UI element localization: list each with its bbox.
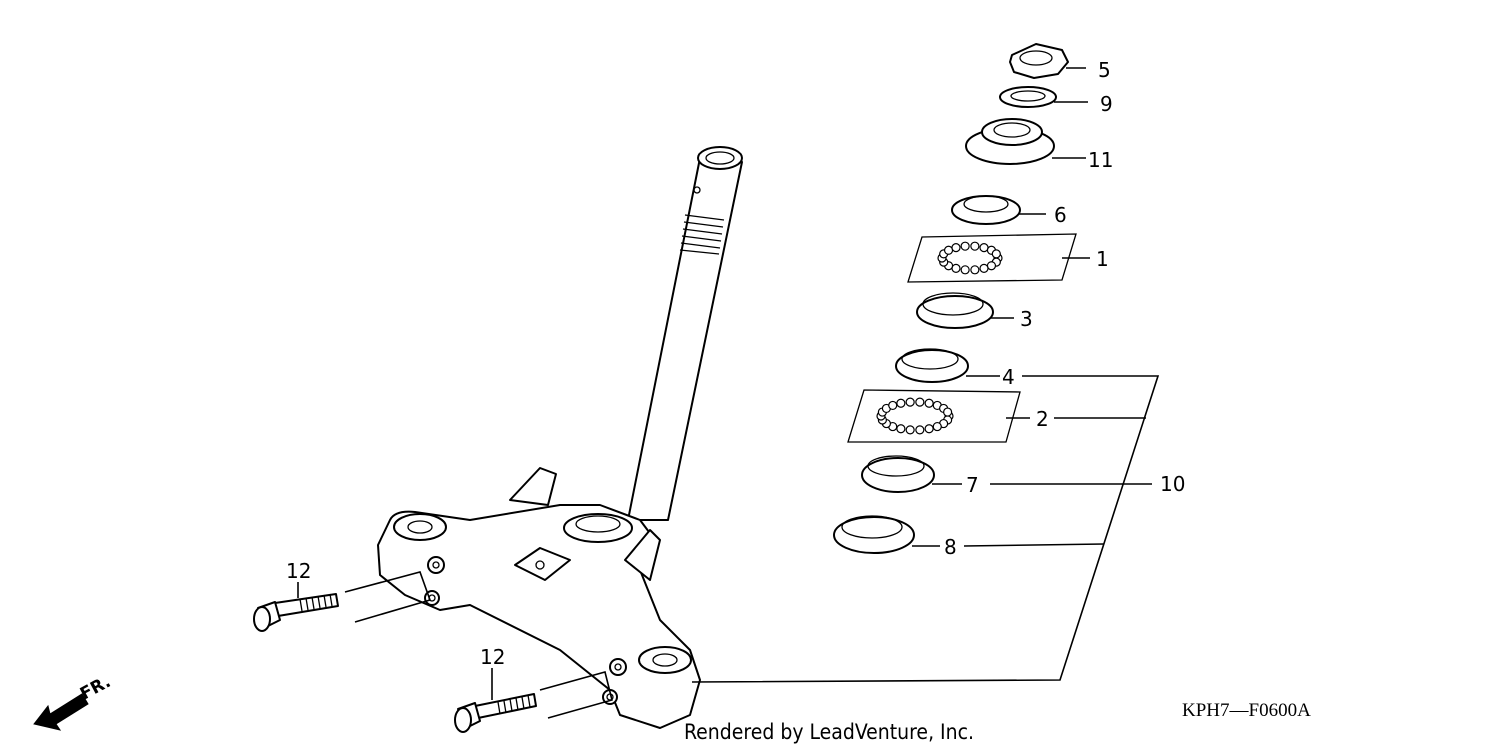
steel-ball (932, 421, 942, 432)
steel-ball (943, 245, 954, 255)
upper-steel-balls[interactable] (907, 233, 1077, 283)
front-direction-arrow-icon: FR. (33, 672, 114, 731)
steel-ball (960, 241, 970, 251)
steel-ball (905, 397, 915, 407)
label-5: 5 (1098, 58, 1111, 82)
steel-ball (896, 424, 906, 434)
credit-text: Rendered by LeadVenture, Inc. (684, 720, 974, 744)
label-9: 9 (1100, 92, 1113, 116)
steel-ball (896, 398, 906, 408)
steel-ball (905, 425, 915, 435)
diagram-code: KPH7—F0600A (1182, 700, 1311, 721)
label-7: 7 (966, 473, 979, 497)
top-cone-race[interactable] (951, 195, 1021, 225)
steel-ball (888, 400, 898, 411)
label-4: 4 (1002, 365, 1015, 389)
lock-washer[interactable] (999, 86, 1057, 108)
top-ball-race[interactable] (916, 292, 994, 329)
steel-ball (960, 265, 970, 275)
lower-steel-balls[interactable] (847, 389, 1021, 443)
steering-stem[interactable] (377, 146, 743, 729)
steel-ball (991, 249, 1001, 259)
label-3: 3 (1020, 307, 1033, 331)
steel-ball (943, 407, 953, 417)
steel-ball (915, 425, 925, 435)
steel-ball (924, 398, 934, 408)
label-2: 2 (1036, 407, 1049, 431)
label-12-upper: 12 (286, 559, 311, 583)
label-6: 6 (1054, 203, 1067, 227)
adjusting-nut[interactable] (965, 118, 1055, 165)
bolt-upper[interactable] (253, 571, 432, 632)
dust-seal[interactable] (833, 515, 915, 554)
steel-ball (970, 265, 980, 275)
steel-ball (924, 424, 934, 434)
bottom-cone-race[interactable] (861, 455, 935, 493)
label-12-lower: 12 (480, 645, 505, 669)
nut[interactable] (1009, 43, 1069, 79)
bolt-lower[interactable] (454, 671, 613, 733)
label-1: 1 (1096, 247, 1109, 271)
steel-ball (915, 397, 925, 407)
label-11: 11 (1088, 148, 1113, 172)
steel-ball (970, 241, 980, 251)
steel-ball (951, 243, 961, 253)
label-8: 8 (944, 535, 957, 559)
bottom-ball-race[interactable] (895, 348, 969, 383)
steel-ball (979, 243, 989, 253)
steel-ball (986, 261, 997, 271)
kit-bracket-10 (691, 375, 1160, 683)
steel-ball (979, 263, 989, 273)
steel-ball (951, 263, 961, 273)
label-10: 10 (1160, 472, 1185, 496)
